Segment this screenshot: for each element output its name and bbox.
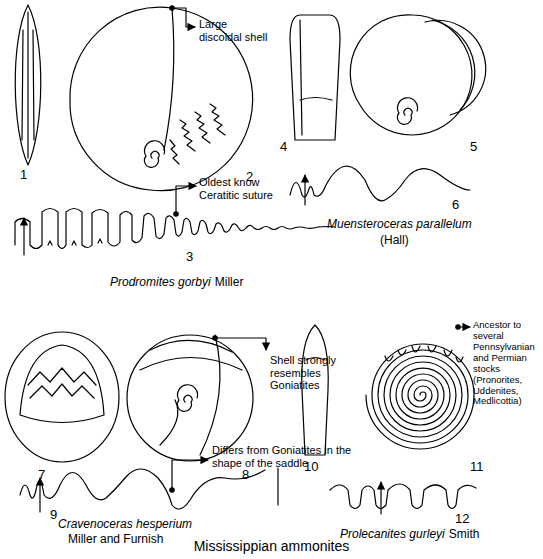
goniatitic-suture (290, 166, 470, 201)
leader-arrow (176, 186, 196, 214)
umbilicus (144, 141, 164, 168)
whorl-line (164, 8, 174, 150)
figure-number: 1 (20, 168, 27, 183)
species-name: Prodromites gorbyi (110, 276, 211, 290)
direction-arrow (39, 478, 40, 512)
direction-arrow (380, 482, 381, 514)
figure-number: 12 (455, 512, 469, 527)
shell-keel-line (22, 12, 34, 158)
shell-detail-line (300, 20, 332, 135)
prolecanitid-suture (330, 484, 476, 509)
suture-small-lobes (48, 239, 102, 245)
involute-shell (127, 335, 253, 461)
leader-arrow (172, 460, 208, 490)
figure-number: 4 (280, 140, 287, 155)
leader-arrow (458, 326, 470, 327)
author-name: Miller and Furnish (68, 533, 163, 547)
shell-side-view (290, 15, 340, 140)
involute-shell (350, 15, 472, 135)
growth-lines (140, 335, 242, 455)
author-name: (Hall) (380, 234, 409, 248)
callout-note: Shell strongly resembles Goniatites (270, 354, 340, 392)
author-name: Miller (215, 276, 244, 290)
callout-note: Differs from Goniatites in the shape of … (212, 444, 362, 469)
figure-caption: Mississippian ammonites (150, 538, 393, 554)
umbilicus (177, 385, 197, 412)
callout-note: Large discoidal shell (199, 18, 271, 43)
species-name: Cravenoceras hesperium (58, 518, 192, 532)
suture-lines (28, 368, 96, 398)
direction-arrow (23, 218, 24, 255)
species-name: Muensteroceras parallelum (327, 218, 472, 232)
shell-side-view (15, 5, 41, 165)
figure-number: 6 (452, 198, 459, 213)
evolute-shell-spiral (366, 344, 474, 449)
suture-lobes (385, 346, 463, 362)
figure-number: 9 (50, 508, 57, 523)
callout-note: Oldest know Ceratitic suture (199, 176, 299, 201)
figure-number: 8 (242, 468, 249, 483)
whorl-line (425, 20, 486, 115)
leader-arrow (215, 338, 266, 350)
umbilicus (397, 98, 417, 125)
leader-arrow (172, 8, 195, 27)
figure-number: 10 (304, 460, 318, 475)
figure-number: 7 (38, 468, 45, 483)
author-name: Smith (449, 528, 480, 542)
shell-front-view (5, 332, 119, 462)
aperture-outline (20, 345, 104, 423)
callout-note: Ancestor to several Pennsylvanian and Pe… (473, 320, 543, 407)
suture-lines (170, 104, 225, 164)
figure-number: 11 (470, 460, 484, 475)
figure-number: 5 (470, 140, 477, 155)
ceratitic-suture (15, 209, 335, 249)
species-name: Prolecanites gurleyi (340, 528, 445, 542)
direction-arrow (304, 175, 305, 205)
goniatitic-suture (20, 468, 278, 509)
figure-number: 3 (186, 250, 193, 265)
